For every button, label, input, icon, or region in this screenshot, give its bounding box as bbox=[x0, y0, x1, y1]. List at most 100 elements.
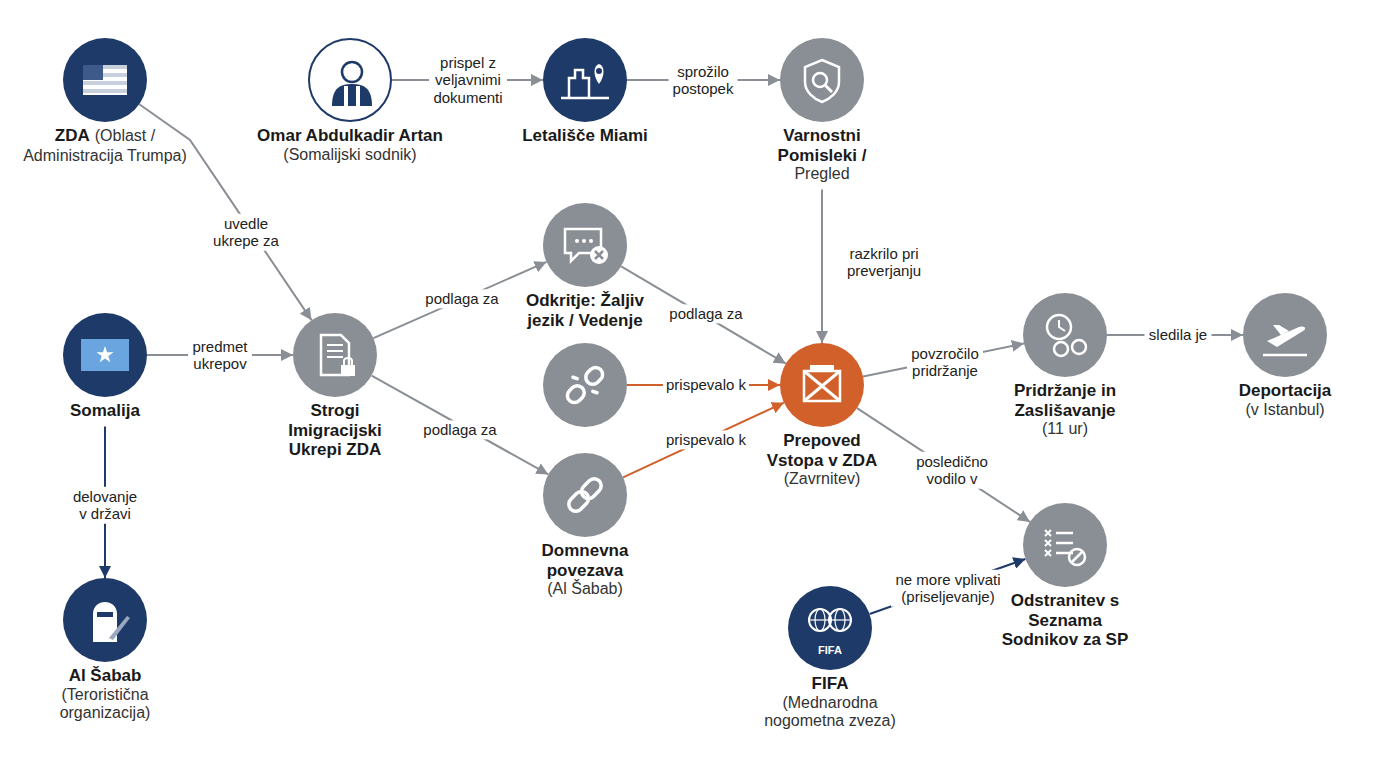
node-icon bbox=[63, 578, 147, 662]
edge-label: podlaga za bbox=[419, 420, 501, 439]
edge-label: razkrilo pri preverjanju bbox=[843, 244, 926, 281]
node-heading: Odstranitev s Seznama Sodnikov za SP bbox=[990, 591, 1140, 650]
connector bbox=[621, 266, 786, 363]
node-circle bbox=[1243, 293, 1327, 377]
connector bbox=[870, 559, 1026, 614]
node-heading: Al Šabab bbox=[25, 666, 185, 686]
node-icon bbox=[1023, 503, 1107, 587]
concept-node: Domnevna povezava(Al Šabab) bbox=[525, 453, 645, 598]
node-circle bbox=[1023, 503, 1107, 587]
node-text: (Somalijski sodnik) bbox=[250, 146, 450, 164]
edge-label: podlaga za bbox=[665, 304, 747, 323]
node-text: (Teroristična organizacija) bbox=[25, 686, 185, 723]
node-icon bbox=[543, 203, 627, 287]
node-icon bbox=[788, 586, 872, 670]
concept-node: Prepoved Vstopa v ZDA(Zavrnitev) bbox=[757, 343, 887, 488]
node-icon bbox=[63, 313, 147, 397]
concept-node: Letališče Miami bbox=[515, 38, 655, 146]
node-icon bbox=[1243, 293, 1327, 377]
icon bbox=[93, 602, 130, 642]
node-heading: Odkritje: Žaljiv jezik / Vedenje bbox=[510, 291, 660, 330]
icon bbox=[81, 339, 129, 371]
node-icon bbox=[310, 40, 394, 124]
node-circle bbox=[293, 313, 377, 397]
node-circle bbox=[780, 343, 864, 427]
connector bbox=[821, 189, 823, 343]
icon bbox=[566, 476, 604, 514]
edge-label: ne more vplivati (priseljevanje) bbox=[891, 570, 1005, 607]
connector bbox=[372, 376, 549, 475]
node-text: (Oblast / Administracija Trumpa) bbox=[23, 127, 187, 164]
node-circle bbox=[63, 38, 147, 122]
node-icon bbox=[780, 38, 864, 122]
concept-node: ZDA(Oblast / Administracija Trumpa) bbox=[20, 38, 190, 165]
edge-label: povzročilo pridržanje bbox=[907, 344, 983, 381]
connector bbox=[623, 403, 784, 478]
concept-node: Odstranitev s Seznama Sodnikov za SP bbox=[990, 503, 1140, 650]
concept-node: Strogi Imigracijski Ukrepi ZDA bbox=[275, 313, 395, 460]
node-icon bbox=[293, 313, 377, 397]
node-heading: Varnostni Pomisleki / bbox=[762, 126, 882, 165]
node-heading: Somalija bbox=[35, 401, 175, 421]
broken-link-icon bbox=[543, 343, 627, 427]
node-icon bbox=[63, 38, 147, 122]
edge-label: podlaga za bbox=[421, 289, 503, 308]
concept-node: Deportacija(v Istanbul) bbox=[1215, 293, 1355, 419]
node-icon bbox=[780, 343, 864, 427]
edge-label: sprožilo postopek bbox=[669, 62, 738, 99]
node-icon bbox=[543, 453, 627, 537]
concept-node: Al Šabab(Teroristična organizacija) bbox=[25, 578, 185, 722]
concept-node: Varnostni Pomisleki /Pregled bbox=[762, 38, 882, 183]
node-heading: Deportacija bbox=[1215, 381, 1355, 401]
node-circle bbox=[543, 453, 627, 537]
node-heading: Omar Abdulkadir Artan bbox=[250, 126, 450, 146]
edge-label: prispevalo k bbox=[663, 375, 749, 394]
node-text: Pregled bbox=[762, 165, 882, 183]
node-text: (v Istanbul) bbox=[1215, 401, 1355, 419]
node-text: (Mednarodna nogometna zveza) bbox=[745, 694, 915, 731]
node-circle bbox=[1023, 293, 1107, 377]
concept-node: Somalija bbox=[35, 313, 175, 421]
concept-node: Omar Abdulkadir Artan(Somalijski sodnik) bbox=[250, 38, 450, 164]
icon bbox=[1045, 530, 1085, 565]
node-icon bbox=[543, 38, 627, 122]
icon bbox=[804, 365, 840, 401]
node-heading: ZDA bbox=[55, 126, 90, 145]
node-circle bbox=[308, 38, 392, 122]
node-text: (Zavrnitev) bbox=[757, 470, 887, 488]
edge-label: prispevalo k bbox=[662, 430, 751, 449]
node-circle bbox=[63, 313, 147, 397]
connector bbox=[373, 262, 546, 338]
edge-label: predmet ukrepov bbox=[188, 337, 252, 374]
node-caption: ZDA(Oblast / Administracija Trumpa) bbox=[20, 126, 190, 165]
icon bbox=[565, 229, 608, 264]
node-circle bbox=[780, 38, 864, 122]
edge-label: posledično vodilo v bbox=[912, 452, 992, 489]
edge-label: sledila je bbox=[1145, 325, 1212, 344]
node-circle bbox=[63, 578, 147, 662]
icon bbox=[1047, 315, 1086, 356]
concept-node: Odkritje: Žaljiv jezik / Vedenje bbox=[510, 203, 660, 330]
node-heading: Strogi Imigracijski Ukrepi ZDA bbox=[275, 401, 395, 460]
node-circle: FIFA bbox=[788, 586, 872, 670]
icon bbox=[321, 335, 355, 376]
logo-text: FIFA bbox=[788, 644, 872, 656]
concept-node: Pridržanje in Zaslišavanje(11 ur) bbox=[995, 293, 1135, 438]
node-heading: Pridržanje in Zaslišavanje bbox=[995, 381, 1135, 420]
icon bbox=[809, 609, 851, 631]
icon bbox=[332, 62, 372, 106]
icon bbox=[1263, 325, 1307, 355]
node-text: (Al Šabab) bbox=[525, 580, 645, 598]
node-heading: Domnevna povezava bbox=[525, 541, 645, 580]
node-heading: FIFA bbox=[745, 674, 915, 694]
edge-label: delovanje v državi bbox=[69, 487, 142, 524]
edge-label: uvedle ukrepe za bbox=[209, 214, 283, 251]
edge-label: prispel z veljavnimi dokumenti bbox=[429, 53, 507, 107]
icon bbox=[561, 64, 609, 98]
node-heading: Prepoved Vstopa v ZDA bbox=[757, 431, 887, 470]
node-circle bbox=[543, 203, 627, 287]
icon bbox=[805, 60, 839, 102]
node-heading: Letališče Miami bbox=[515, 126, 655, 146]
icon bbox=[83, 65, 127, 95]
concept-node: FIFAFIFA(Mednarodna nogometna zveza) bbox=[745, 586, 915, 730]
